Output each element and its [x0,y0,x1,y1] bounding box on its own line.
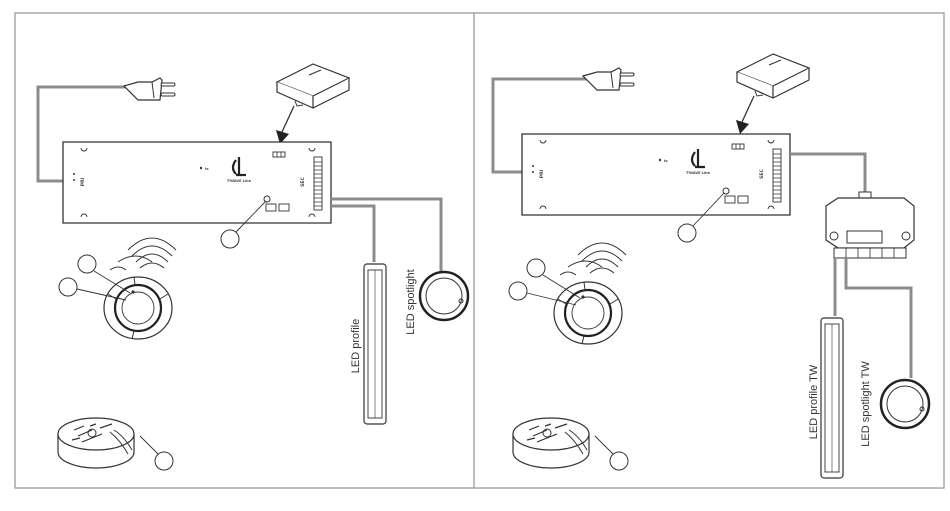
left-sec-label: SEC [300,176,306,186]
right-led-profile-icon [821,318,843,478]
left-spotlight-icon [420,272,468,320]
left-callout-circle-icon [59,278,77,296]
right-brand-label: T-WAVE Line [686,171,711,175]
left-led-spotlight-label: LED spotlight [405,269,417,334]
right-led-profile-label: LED profile TW [808,364,820,439]
left-tc-label: tc [205,167,209,171]
right-callout-circle-icon [610,452,628,470]
right-tc-label: tc [664,159,668,163]
right-led-spotlight-label: LED spotlight TW [860,361,872,447]
left-led-profile-label: LED profile [350,319,362,373]
left-driver-box: PRI SEC T-WAVE Line tc [63,142,331,223]
left-callout-circle-icon [155,452,173,470]
right-driver-box: PRI SEC T-WAVE Line tc [522,134,790,215]
left-callout-circle-icon [221,230,239,248]
left-pri-label: PRI [80,177,86,186]
right-battery-icon [513,418,589,468]
right-sec-label: SEC [759,168,765,178]
right-splitter-icon [826,192,914,258]
left-brand-label: T-WAVE Line [227,179,252,183]
right-callout-circle-icon [527,259,545,277]
right-pri-label: PRI [539,169,545,178]
right-callout-circle-icon [678,224,696,242]
right-spotlight-icon [881,380,929,428]
right-callout-circle-icon [509,282,527,300]
left-battery-icon [58,418,134,468]
left-callout-circle-icon [78,255,96,273]
left-led-profile-icon [364,264,386,424]
